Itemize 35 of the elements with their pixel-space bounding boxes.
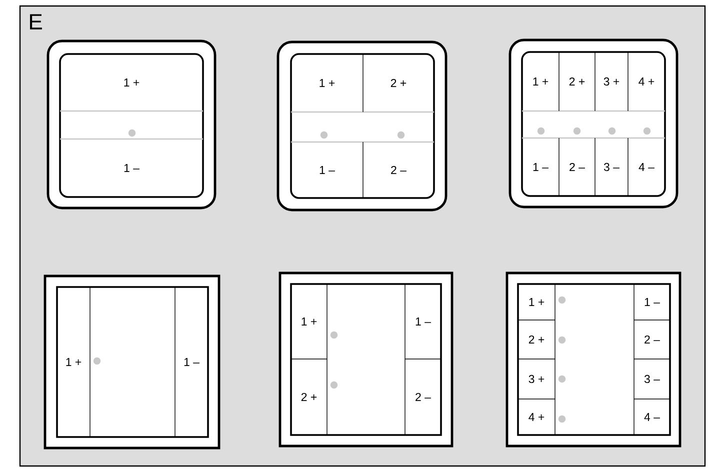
switch-key: 2 + [528,335,544,344]
switch-frame [276,40,448,212]
switch-key: 4 – [638,163,654,171]
switch-key: 2 – [644,335,660,344]
switch-key: 3 + [528,374,544,384]
switch-frame [508,38,678,208]
switch-frame [278,272,454,448]
switch-frame [44,274,220,450]
switch-key: 1 + [124,78,140,86]
switch-key: 4 – [644,413,660,421]
switch-key: 1 – [644,298,660,306]
switch-key: 1 – [184,358,200,366]
switch-key: 3 – [644,374,660,384]
switch-key: 1 – [124,164,140,172]
switch-key: 1 + [66,358,82,366]
switch-frame [506,272,682,448]
switch-key: 3 + [604,77,620,86]
switch-key: 1 + [302,318,317,326]
switch-key: 4 + [638,78,654,86]
switch-key: 1 – [320,166,335,174]
switch-key: 2 + [390,78,406,88]
switch-key: 2 – [391,166,406,174]
switch-key: 2 – [570,162,585,171]
switch-key: 1 – [416,318,431,326]
switch-key: 1 – [533,163,548,171]
switch-key: 1 + [320,79,335,87]
switch-key: 2 – [416,392,431,401]
switch-key: 4 + [528,413,544,421]
switch-key: 2 + [301,392,317,401]
switch-key: 1 + [529,298,544,306]
switch-key: 1 + [533,78,548,86]
panel-letter: E [30,14,42,30]
switch-key: 3 – [604,162,620,172]
switch-key: 2 + [569,77,585,86]
switch-frame [46,40,216,210]
